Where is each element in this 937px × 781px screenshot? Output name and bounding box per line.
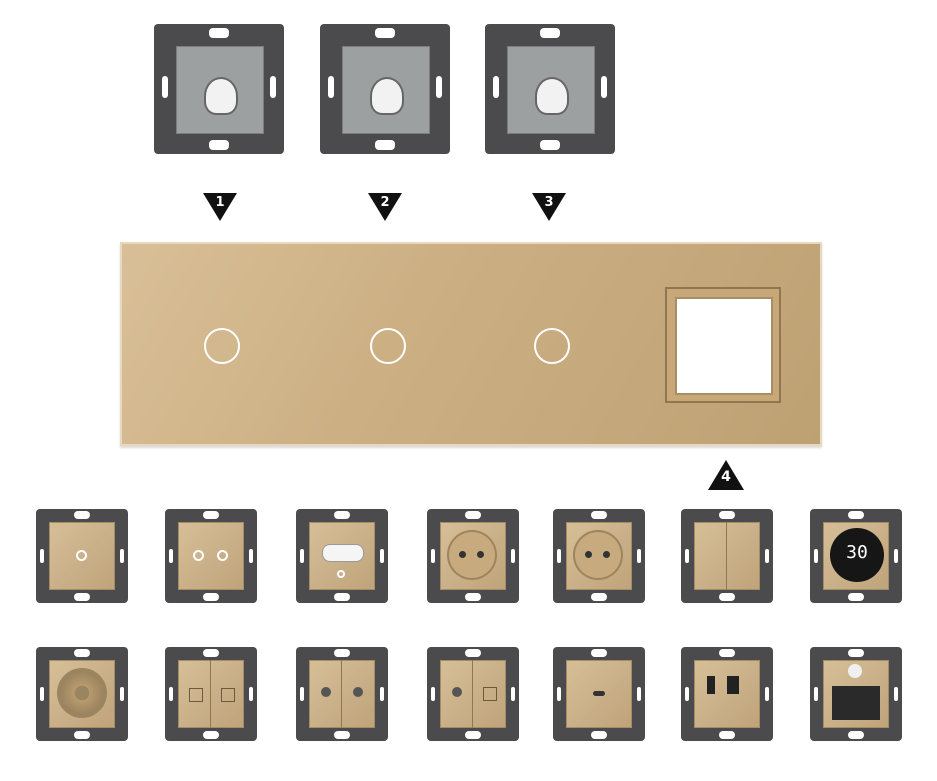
module-single-switch[interactable] — [36, 509, 128, 603]
coax-icon — [321, 687, 331, 697]
module-speaker[interactable] — [36, 647, 128, 741]
switch-mechanism-2 — [320, 24, 450, 154]
rj45-icon — [189, 688, 203, 702]
module-schuko-socket[interactable] — [427, 509, 519, 603]
usb-slot-icon — [727, 676, 739, 694]
module-thermostat[interactable]: 30 — [810, 509, 902, 603]
switch-mechanism-1 — [154, 24, 284, 154]
module-schuko-usb-socket[interactable] — [553, 509, 645, 603]
knob-icon — [370, 77, 404, 115]
module-tv-sat[interactable] — [296, 647, 388, 741]
module-double-rocker[interactable] — [681, 509, 773, 603]
marker-1: 1 — [203, 193, 237, 221]
indicator-icon — [322, 544, 364, 562]
marker-4: 4 — [708, 460, 744, 490]
rj45-icon — [483, 687, 497, 701]
usb-c-icon — [593, 691, 605, 696]
socket-icon — [447, 530, 497, 580]
coax-icon — [353, 687, 363, 697]
thermostat-display: 30 — [830, 528, 884, 582]
module-double-rj45[interactable] — [165, 647, 257, 741]
marker-3: 3 — [532, 193, 566, 221]
module-tv-rj45[interactable] — [427, 647, 519, 741]
module-indicator-switch[interactable] — [296, 509, 388, 603]
touch-button-1[interactable] — [204, 328, 240, 364]
knob-icon — [535, 77, 569, 115]
coax-icon — [452, 687, 462, 697]
knob-icon — [204, 77, 238, 115]
switch-mechanism-3 — [485, 24, 615, 154]
rj45-icon — [221, 688, 235, 702]
marker-2: 2 — [368, 193, 402, 221]
module-step-light[interactable] — [810, 647, 902, 741]
module-double-switch[interactable] — [165, 509, 257, 603]
socket-icon — [573, 530, 623, 580]
module-uk-socket[interactable] — [681, 647, 773, 741]
module-usb-c[interactable] — [553, 647, 645, 741]
glass-panel — [120, 242, 822, 446]
pin-slot-icon — [707, 676, 715, 694]
motion-sensor-icon — [848, 664, 862, 678]
touch-button-2[interactable] — [370, 328, 406, 364]
touch-button-3[interactable] — [534, 328, 570, 364]
speaker-grille-icon — [57, 668, 107, 718]
socket-opening[interactable] — [665, 287, 781, 403]
step-light-icon — [832, 686, 880, 720]
